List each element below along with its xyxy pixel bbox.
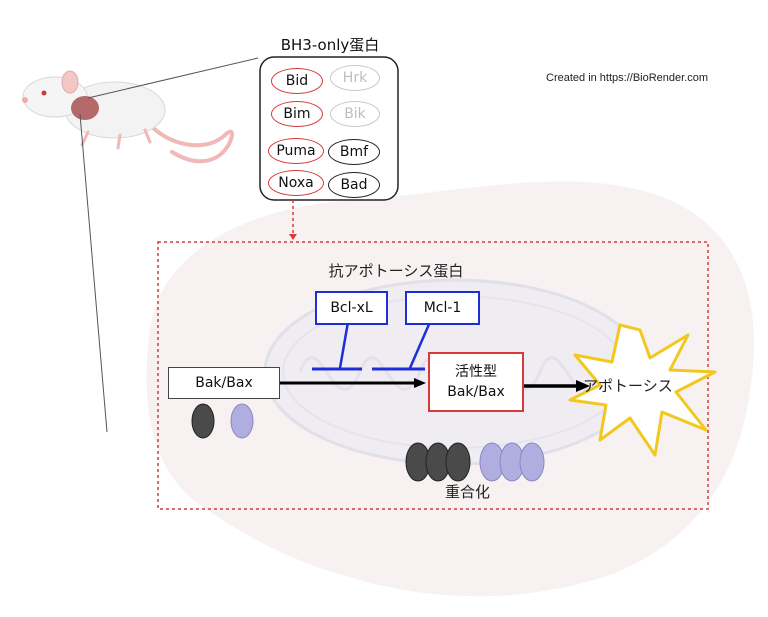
protein-bid: Bid (271, 68, 323, 94)
apoptosis-burst-icon (568, 323, 717, 457)
biorender-credit: Created in https://BioRender.com (546, 72, 709, 84)
anti-apoptotic-title: 抗アポトーシス蛋白 (328, 262, 464, 280)
protein-bim: Bim (271, 101, 323, 127)
bax-oligomer (479, 442, 545, 482)
protein-puma: Puma (268, 138, 324, 164)
mouse-icon (22, 70, 234, 164)
bak-oligomer (405, 442, 471, 482)
protein-noxa: Noxa (268, 170, 324, 196)
protein-hrk: Hrk (330, 65, 380, 91)
apoptosis-label: アポトーシス (583, 377, 673, 395)
cell-region-frame (157, 241, 709, 510)
bak-bax-inactive-box: Bak/Bax (168, 367, 280, 399)
active-label-line1: 活性型 (455, 364, 497, 380)
bcl-xl-box: Bcl-xL (315, 291, 388, 325)
bak-monomer (191, 403, 215, 439)
protein-bik: Bik (330, 101, 380, 127)
polymerization-label: 重合化 (445, 483, 491, 501)
active-label-line2: Bak/Bax (447, 384, 505, 400)
protein-bmf: Bmf (328, 139, 380, 165)
bh3-only-title: BH3-only蛋白 (280, 36, 380, 54)
bak-bax-active-box: 活性型 Bak/Bax (428, 352, 524, 412)
mcl-1-box: Mcl-1 (405, 291, 480, 325)
protein-bad: Bad (328, 172, 380, 198)
bax-monomer (230, 403, 254, 439)
